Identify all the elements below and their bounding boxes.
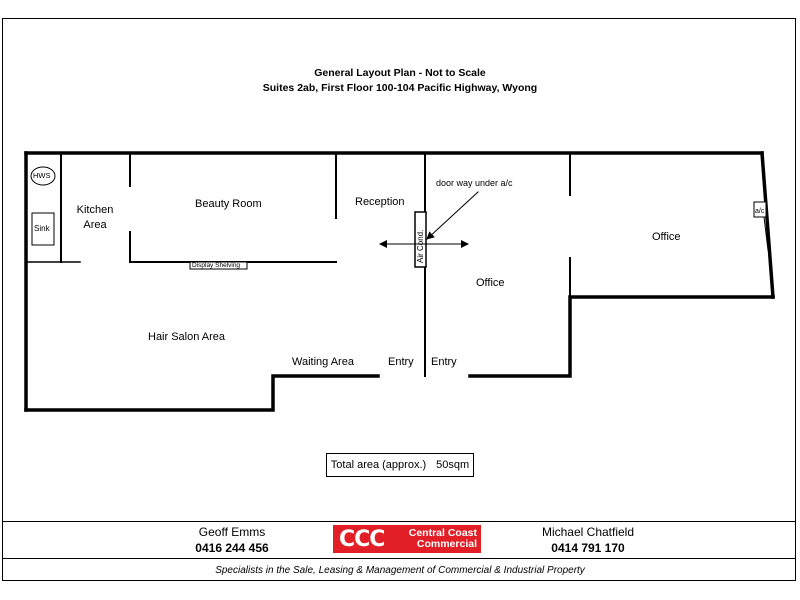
outer-wall-step bbox=[468, 295, 775, 378]
doorway-note: door way under a/c bbox=[436, 178, 513, 188]
logo-mark: CCC bbox=[339, 526, 385, 552]
outer-wall-right-slant bbox=[760, 151, 775, 299]
total-area-box: Total area (approx.) 50sqm bbox=[326, 453, 474, 477]
sink-label: Sink bbox=[34, 224, 50, 233]
hws-shape bbox=[30, 166, 56, 186]
waiting-area-label: Waiting Area bbox=[292, 356, 354, 368]
agent-left-name: Geoff Emms bbox=[198, 525, 266, 539]
reception-label: Reception bbox=[355, 196, 405, 208]
logo-text: Central Coast Commercial bbox=[403, 528, 481, 550]
page-frame bbox=[2, 18, 796, 581]
entry-left-label: Entry bbox=[388, 356, 414, 368]
sink-shape bbox=[31, 212, 55, 246]
agent-right: Michael Chatfield 0414 791 170 bbox=[508, 525, 668, 555]
outer-wall-bottom bbox=[24, 374, 380, 412]
agent-right-phone: 0414 791 170 bbox=[551, 541, 625, 555]
air-cond-unit bbox=[414, 211, 427, 268]
ac-unit-right bbox=[753, 201, 767, 218]
kitchen-label-1: Kitchen bbox=[76, 204, 114, 216]
entry-right-label: Entry bbox=[431, 356, 457, 368]
ac-duct-right bbox=[763, 216, 769, 251]
total-area-label: Total area (approx.) bbox=[330, 459, 427, 471]
air-cond-label: Air Cond. bbox=[416, 230, 425, 263]
agent-right-name: Michael Chatfield bbox=[541, 525, 635, 539]
office-left-label: Office bbox=[476, 277, 505, 289]
hair-salon-label: Hair Salon Area bbox=[148, 331, 226, 343]
logo-line-1: Central Coast bbox=[408, 527, 477, 539]
total-area-value: 50sqm bbox=[436, 459, 470, 471]
footer-divider-bottom bbox=[2, 558, 796, 559]
office-right-label: Office bbox=[652, 231, 681, 243]
agent-left: Geoff Emms 0416 244 456 bbox=[152, 525, 312, 555]
company-tagline: Specialists in the Sale, Leasing & Manag… bbox=[215, 565, 585, 576]
display-shelving-shape bbox=[189, 261, 248, 270]
hws-label: HWS bbox=[33, 171, 51, 180]
logo-line-2: Commercial bbox=[416, 538, 477, 550]
plan-subtitle: Suites 2ab, First Floor 100-104 Pacific … bbox=[262, 82, 538, 94]
ac-label: a/c bbox=[755, 208, 765, 215]
display-shelving-label: Display Shelving bbox=[192, 262, 241, 269]
pointer-arrow bbox=[426, 191, 479, 240]
agent-left-phone: 0416 244 456 bbox=[195, 541, 269, 555]
plan-title: General Layout Plan - Not to Scale bbox=[314, 67, 486, 79]
kitchen-label-2: Area bbox=[83, 219, 107, 231]
company-logo: CCC Central Coast Commercial bbox=[333, 525, 481, 553]
beauty-room-label: Beauty Room bbox=[195, 198, 262, 210]
footer-divider-top bbox=[2, 521, 796, 522]
